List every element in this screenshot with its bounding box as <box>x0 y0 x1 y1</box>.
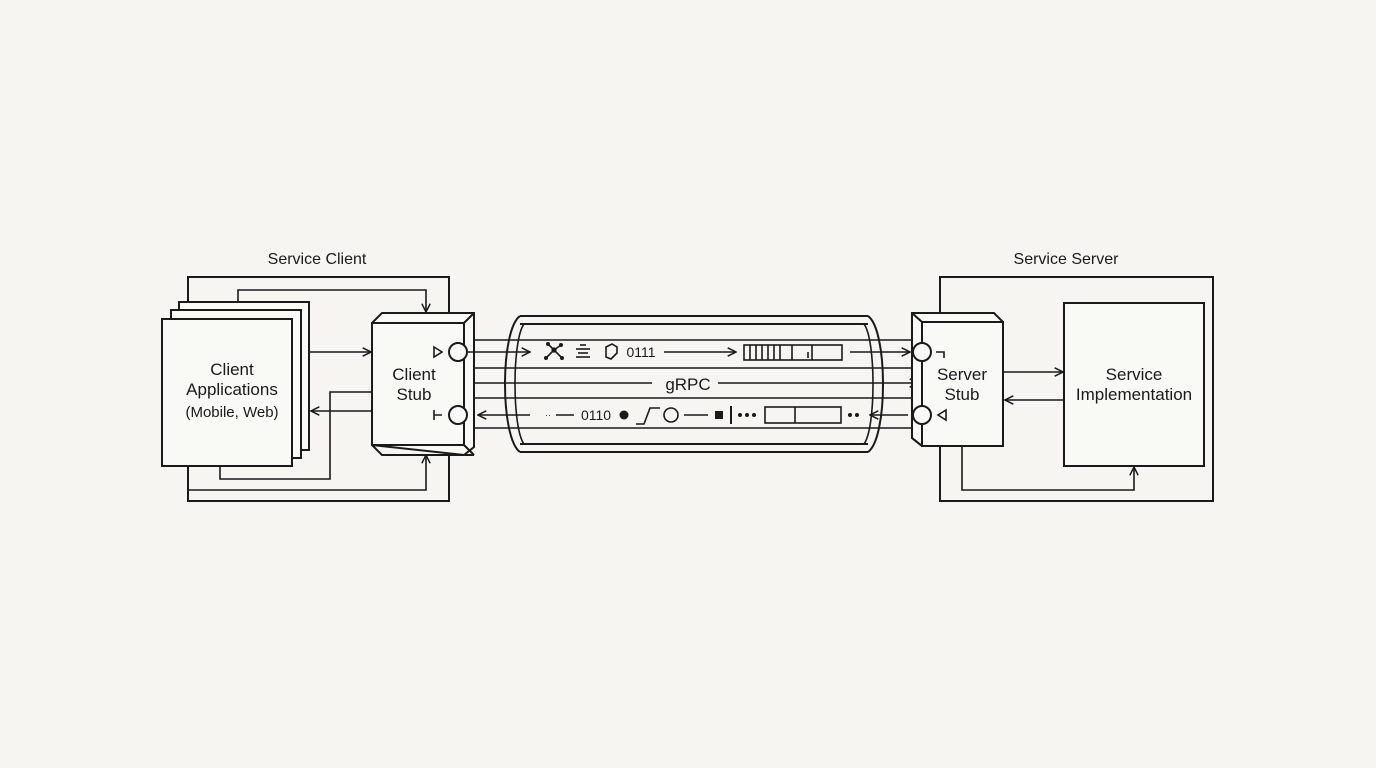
server-bottom-path <box>961 446 1134 491</box>
response-trailing-dots <box>848 413 859 417</box>
client-stub-recv-marker <box>433 410 442 420</box>
network-icon <box>544 342 564 360</box>
shield-icon <box>605 343 618 360</box>
client-stub-line1: Client <box>392 365 436 384</box>
service-implementation: Service Implementation <box>1063 302 1205 467</box>
service-client-label: Service Client <box>268 251 367 268</box>
response-prefix-dots: ·· <box>545 410 551 420</box>
server-stub-out-port <box>912 405 932 425</box>
service-impl-line1: Service <box>1106 365 1163 384</box>
grpc-label: gRPC <box>665 375 710 394</box>
server-stub-recv-marker <box>936 351 945 358</box>
client-apps-line2: Applications <box>186 380 278 399</box>
client-inner-path <box>219 391 372 480</box>
client-applications: Client Applications (Mobile, Web) <box>161 301 310 467</box>
response-frame-icon <box>764 406 842 424</box>
client-stub-in-port <box>448 405 468 425</box>
client-apps-line1: Client <box>210 360 254 379</box>
server-stub-in-port <box>912 342 932 362</box>
client-stub-line2: Stub <box>397 385 432 404</box>
request-bits: 0111 <box>626 344 655 360</box>
ellipsis-icon <box>738 413 756 417</box>
client-top-path <box>237 289 426 312</box>
client-bottom-path <box>188 455 426 491</box>
client-stub-send-marker <box>433 345 444 359</box>
server-stub-line1: Server <box>937 365 987 384</box>
server-stub-line2: Stub <box>945 385 980 404</box>
circle-icon <box>663 407 679 423</box>
server-stub-send-marker <box>936 408 947 422</box>
client-stub-out-port <box>448 342 468 362</box>
square-icon <box>715 411 723 419</box>
response-bits: 0110 <box>581 407 611 423</box>
server-stub: Server Stub <box>911 312 1004 447</box>
dot-icon <box>619 410 629 420</box>
step-icon <box>636 407 660 425</box>
request-frame-icon <box>743 344 843 361</box>
client-stub: Client Stub <box>371 312 475 457</box>
grpc-channel <box>504 315 884 453</box>
service-impl-line2: Implementation <box>1076 385 1192 404</box>
client-apps-line3: (Mobile, Web) <box>185 404 278 421</box>
service-server-label: Service Server <box>1014 251 1120 268</box>
stack-icon <box>576 344 590 358</box>
